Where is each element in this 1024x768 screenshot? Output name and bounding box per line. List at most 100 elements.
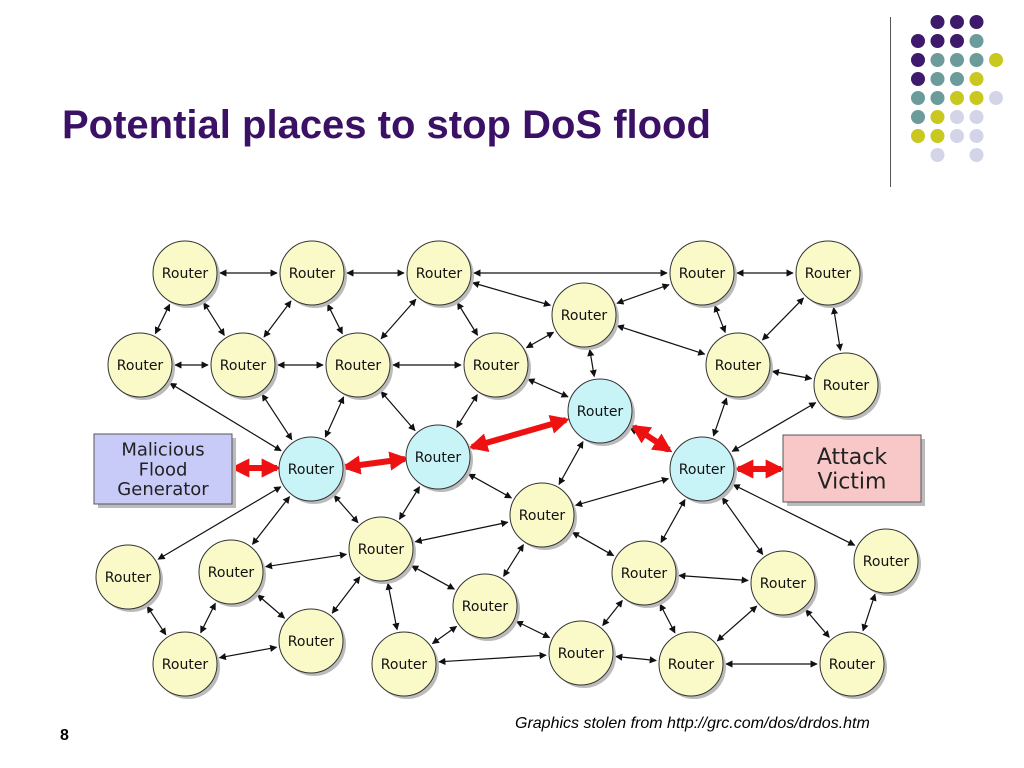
router-node: Router — [658, 631, 726, 699]
network-link — [157, 486, 282, 560]
decorative-dot — [911, 72, 925, 86]
router-node: Router — [611, 540, 679, 608]
router-node: Router — [279, 240, 347, 308]
flood-path-router-node: Router — [278, 436, 346, 504]
network-link — [587, 348, 597, 378]
router-node: Router — [452, 573, 520, 641]
decorative-dot — [969, 53, 984, 67]
router-node: Router — [371, 631, 439, 699]
decorative-dot — [989, 53, 1003, 67]
network-link — [327, 303, 343, 335]
flood-path-router-node: Router — [567, 378, 635, 446]
network-link — [380, 298, 417, 340]
router-label: Router — [519, 508, 566, 524]
router-label: Router — [289, 266, 336, 282]
router-label: Router — [220, 358, 267, 374]
decorative-dot — [911, 34, 925, 48]
decorative-dot — [969, 72, 984, 86]
network-link — [831, 306, 843, 352]
router-node: Router — [551, 282, 619, 350]
network-link — [324, 396, 345, 438]
router-node: Router — [548, 620, 616, 688]
network-link — [616, 324, 706, 356]
decorative-dot — [930, 91, 945, 105]
router-node: Router — [152, 240, 220, 308]
router-node: Router — [463, 332, 531, 400]
network-link — [761, 297, 805, 341]
router-node: Router — [406, 240, 474, 308]
router-label: Router — [208, 565, 255, 581]
decorative-dot — [930, 129, 945, 143]
flood-path-router-node: Router — [405, 424, 473, 492]
decorative-dot — [950, 129, 964, 143]
image-credit-caption: Graphics stolen from http://grc.com/dos/… — [515, 715, 870, 732]
network-link — [732, 484, 856, 546]
decorative-dot — [950, 110, 964, 124]
router-label: Router — [668, 657, 715, 673]
decorative-dot — [930, 53, 945, 67]
network-link — [154, 303, 171, 335]
malicious-flood-generator-box-text: Malicious — [121, 440, 204, 461]
router-label: Router — [577, 404, 624, 420]
router-node: Router — [669, 240, 737, 308]
decorative-dot — [989, 91, 1003, 105]
network-link — [456, 393, 478, 429]
router-node: Router — [853, 528, 921, 596]
router-label: Router — [805, 266, 852, 282]
network-link — [659, 603, 676, 634]
network-link — [264, 551, 348, 570]
decorative-dot — [969, 110, 984, 124]
decorative-dot — [930, 72, 945, 86]
network-link — [805, 609, 830, 638]
router-node: Router — [210, 332, 278, 400]
network-link — [525, 331, 555, 349]
network-link — [678, 572, 749, 584]
page-number: 8 — [60, 727, 69, 744]
decorative-dot — [911, 53, 925, 67]
decorative-dot — [950, 53, 964, 67]
network-link — [218, 644, 278, 661]
decorative-dot — [930, 148, 945, 162]
network-link — [731, 402, 817, 452]
network-link — [515, 620, 551, 639]
network-link — [414, 520, 509, 544]
decorative-dot — [969, 15, 984, 29]
router-node: Router — [813, 352, 881, 420]
router-node: Router — [795, 240, 863, 308]
network-link — [467, 473, 513, 499]
network-link — [261, 393, 293, 441]
router-node: Router — [325, 332, 393, 400]
router-label: Router — [105, 570, 152, 586]
router-node: Router — [705, 332, 773, 400]
network-link — [398, 486, 421, 520]
flood-path-router-node: Router — [669, 436, 737, 504]
router-label: Router — [473, 358, 520, 374]
flood-attack-arrow — [468, 415, 570, 452]
router-node: Router — [278, 608, 346, 676]
network-link — [256, 594, 286, 619]
decorative-dot — [950, 15, 964, 29]
router-label: Router — [288, 462, 335, 478]
network-link — [615, 653, 657, 664]
network-link — [712, 397, 728, 437]
router-label: Router — [558, 646, 605, 662]
attack-victim-box-text: Attack — [817, 445, 887, 470]
router-node: Router — [107, 332, 175, 400]
decorative-dot-grid — [911, 15, 1003, 162]
network-link — [571, 531, 615, 557]
decorative-dot — [969, 34, 984, 48]
router-node: Router — [750, 550, 818, 618]
decorative-dot — [950, 72, 964, 86]
router-node: Router — [152, 631, 220, 699]
network-link — [438, 651, 547, 666]
network-link — [251, 496, 291, 545]
network-link — [660, 498, 686, 544]
router-label: Router — [760, 576, 807, 592]
decorative-dot — [930, 34, 945, 48]
router-label: Router — [679, 266, 726, 282]
decorative-dot — [930, 15, 945, 29]
network-link — [380, 390, 416, 432]
